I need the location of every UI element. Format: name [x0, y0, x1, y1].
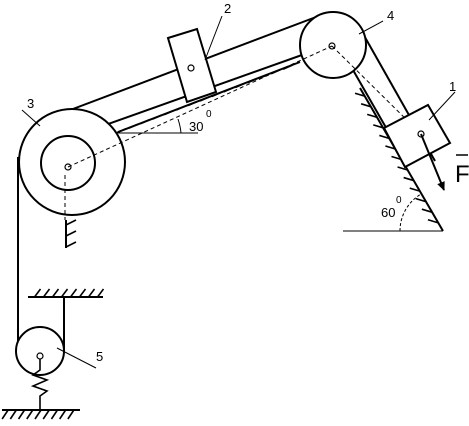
incline-60-hatching [354, 92, 439, 224]
body-3-stepped-pulley [18, 108, 126, 216]
body-2-slider [166, 27, 218, 104]
angle-30-degree: 0 [206, 109, 212, 120]
incline-30-hatch-tick [211, 91, 222, 98]
angle-60-value: 60 [381, 205, 395, 220]
incline-60-hatch-tick [397, 166, 408, 171]
ceiling-hatching [33, 288, 105, 298]
label-body-2: 2 [224, 1, 231, 16]
incline-60-hatch-tick [427, 218, 439, 224]
incline-60-hatch-tick [421, 208, 433, 213]
incline-60-hatch-tick [403, 176, 414, 182]
incline-60-hatch-tick [366, 113, 378, 119]
label-body-4: 4 [387, 8, 394, 23]
incline-30-hatch-tick [128, 123, 139, 129]
incline-60-angle-mark [343, 193, 443, 232]
label-body-5: 5 [96, 349, 103, 364]
incline-60-hatch-tick [360, 103, 372, 108]
incline-30-hatch-tick [199, 96, 210, 102]
incline-60-hatch-tick [409, 187, 420, 192]
ceiling-hatch-tick [69, 288, 78, 298]
spring [30, 359, 50, 410]
body-3-support [64, 175, 77, 248]
incline-30-hatch-tick [140, 118, 150, 125]
floor-hatch-tick [50, 409, 59, 420]
force-F-text: F [455, 161, 469, 188]
floor-hatch-tick [26, 409, 34, 420]
ceiling-hatch-tick [51, 288, 60, 298]
cord-left-vertical [17, 157, 65, 355]
body-4-pulley [299, 11, 367, 79]
incline-30-hatch-tick [116, 128, 127, 134]
force-F-label: F [455, 154, 469, 188]
incline-30-hatch-tick [282, 64, 293, 70]
angle-60-degree: 0 [396, 195, 402, 206]
floor-hatch-tick [9, 409, 17, 420]
incline-30-hatch-tick [223, 87, 234, 93]
ceiling-hatch-tick [42, 288, 51, 298]
incline-30-hatch-tick [152, 114, 162, 120]
floor-hatch-tick [1, 409, 9, 420]
incline-30-hatch-tick [235, 82, 245, 89]
ceiling-hatch-tick [78, 288, 87, 298]
incline-30-hatch-tick [175, 105, 186, 111]
floor-hatching [1, 409, 75, 420]
angle-30-value: 30 [189, 119, 203, 134]
incline-60-hatch-tick [415, 197, 427, 203]
incline-30-hatch-tick [164, 109, 174, 116]
floor-hatch-tick [67, 409, 75, 420]
incline-30-hatching [116, 64, 293, 134]
floor-hatch-tick [42, 409, 50, 420]
floor-hatch-tick [17, 409, 26, 420]
incline-60-hatch-tick [379, 134, 390, 140]
body-5-pulley [15, 326, 65, 376]
floor-hatch-tick [34, 409, 42, 420]
ceiling-hatch-tick [96, 288, 105, 298]
incline-30-hatch-tick [187, 100, 198, 107]
label-body-3: 3 [27, 96, 34, 111]
body-1-block [382, 103, 452, 169]
incline-30-angle-mark [118, 118, 198, 134]
incline-60-hatch-tick [354, 92, 366, 98]
ceiling-hatch-tick [60, 288, 69, 298]
incline-60-hatch-tick [373, 124, 384, 129]
incline-30-hatch-tick [247, 78, 257, 84]
ceiling-hatch-tick [87, 288, 96, 298]
ceiling-hatch-tick [33, 288, 42, 298]
incline-60-hatch-tick [385, 145, 396, 150]
leader-lines [21, 15, 456, 369]
label-body-1: 1 [449, 79, 456, 94]
floor-hatch-tick [59, 409, 67, 420]
force-F-arrow [420, 133, 445, 191]
incline-30-hatch-tick [259, 73, 269, 80]
